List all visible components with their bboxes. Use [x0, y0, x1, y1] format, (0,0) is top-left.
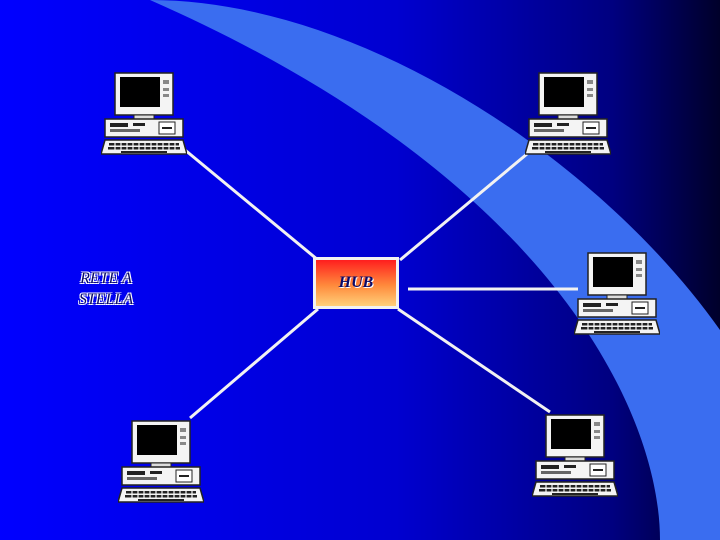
link-bottom-right — [397, 307, 551, 414]
pc-bottom-left-icon — [118, 420, 204, 504]
link-bottom-left — [189, 307, 319, 420]
link-top-right — [399, 152, 528, 262]
pc-top-left-icon — [101, 72, 187, 156]
slide-title: RETE A STELLA — [46, 268, 166, 310]
pc-top-right-icon — [525, 72, 611, 156]
title-line-2: STELLA — [78, 291, 134, 308]
link-top-left — [184, 148, 319, 262]
pc-right-icon — [574, 252, 660, 336]
pc-bottom-right-icon — [532, 414, 618, 498]
hub-node: HUB — [313, 257, 399, 309]
hub-label: HUB — [338, 274, 374, 291]
title-line-1: RETE A — [80, 270, 132, 287]
